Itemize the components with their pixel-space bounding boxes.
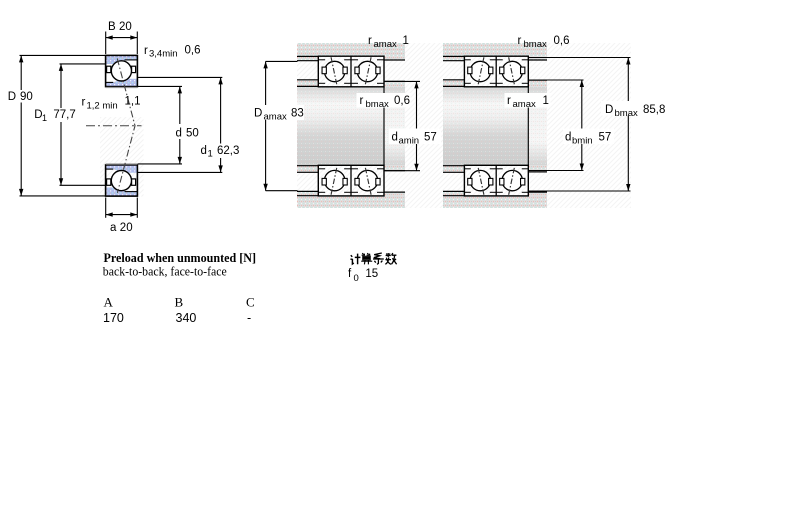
svg-text:B: B xyxy=(175,295,184,310)
svg-text:Preload when unmounted [N]: Preload when unmounted [N] xyxy=(104,250,257,265)
svg-text:A: A xyxy=(104,295,114,310)
svg-text:d: d xyxy=(392,132,398,144)
svg-text:1: 1 xyxy=(42,113,47,123)
svg-text:83: 83 xyxy=(291,108,304,120)
svg-text:D: D xyxy=(605,104,613,116)
svg-text:62,3: 62,3 xyxy=(217,145,239,157)
svg-text:C: C xyxy=(246,295,255,310)
svg-text:amax: amax xyxy=(513,99,536,110)
svg-text:r: r xyxy=(518,35,522,47)
svg-text:170: 170 xyxy=(103,311,124,325)
svg-text:0,6: 0,6 xyxy=(185,45,201,57)
svg-text:bmax: bmax xyxy=(615,108,638,119)
svg-text:amin: amin xyxy=(399,136,420,147)
svg-text:r: r xyxy=(144,45,148,57)
svg-text:1,1: 1,1 xyxy=(125,96,141,108)
svg-text:bmax: bmax xyxy=(524,39,547,50)
svg-text:57: 57 xyxy=(424,132,437,144)
svg-text:d: d xyxy=(565,132,571,144)
svg-text:3,4min: 3,4min xyxy=(149,49,178,60)
svg-text:57: 57 xyxy=(599,132,612,144)
svg-text:B: B xyxy=(108,21,116,33)
svg-text:f: f xyxy=(348,268,352,280)
svg-text:d: d xyxy=(201,145,207,157)
svg-text:77,7: 77,7 xyxy=(53,109,75,121)
svg-text:r: r xyxy=(82,97,86,109)
svg-text:15: 15 xyxy=(365,268,378,280)
svg-text:r: r xyxy=(368,35,372,47)
svg-text:r: r xyxy=(360,95,364,107)
svg-text:20: 20 xyxy=(119,21,132,33)
svg-text:1,2 min: 1,2 min xyxy=(87,101,118,112)
svg-text:0: 0 xyxy=(354,273,359,284)
svg-text:50: 50 xyxy=(186,128,199,140)
svg-text:d: d xyxy=(176,128,182,140)
svg-text:r: r xyxy=(507,95,511,107)
svg-text:0,6: 0,6 xyxy=(554,35,570,47)
svg-text:back-to-back, face-to-face: back-to-back, face-to-face xyxy=(103,264,227,279)
svg-text:D: D xyxy=(34,109,42,121)
svg-text:1: 1 xyxy=(403,35,409,47)
svg-text:D: D xyxy=(254,108,262,120)
svg-text:amax: amax xyxy=(374,39,397,50)
svg-text:20: 20 xyxy=(120,222,133,234)
svg-text:-: - xyxy=(247,311,251,325)
svg-text:340: 340 xyxy=(176,311,197,325)
svg-text:90: 90 xyxy=(20,91,33,103)
svg-text:1: 1 xyxy=(208,149,213,160)
svg-text:bmin: bmin xyxy=(572,136,593,147)
svg-text:bmax: bmax xyxy=(366,99,389,110)
svg-text:a: a xyxy=(110,222,117,234)
svg-text:amax: amax xyxy=(264,112,287,123)
svg-text:D: D xyxy=(8,91,16,103)
svg-text:85,8: 85,8 xyxy=(643,104,665,116)
svg-text:0,6: 0,6 xyxy=(394,95,410,107)
svg-text:1: 1 xyxy=(543,95,549,107)
